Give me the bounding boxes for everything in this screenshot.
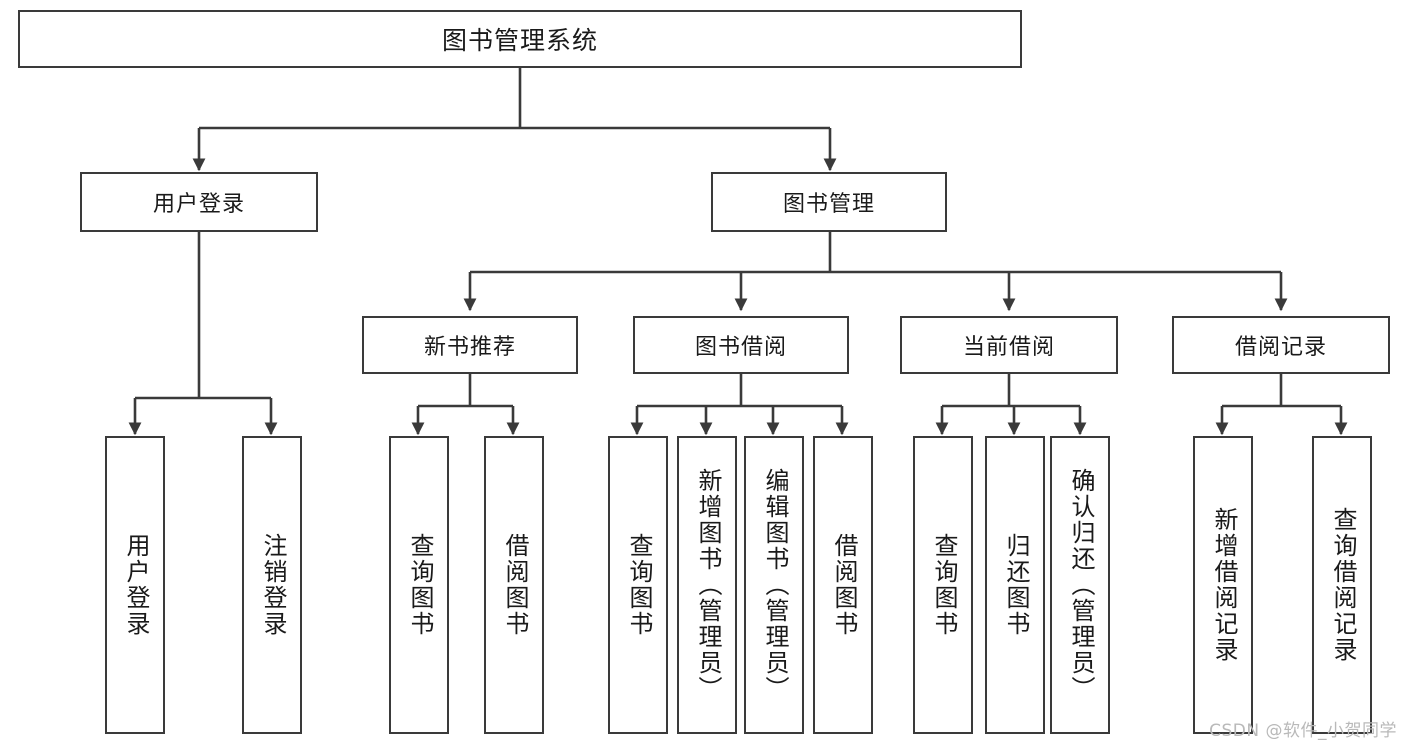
leaf-edit-book-admin[interactable]: 编辑图书（管理员） (744, 436, 804, 734)
leaf-query-borrow-record-label: 查询借阅记录 (1328, 507, 1357, 663)
leaf-return-book-label: 归还图书 (1001, 533, 1030, 637)
node-root[interactable]: 图书管理系统 (18, 10, 1022, 68)
node-book-borrow-label: 图书借阅 (694, 335, 787, 360)
node-current-borrow[interactable]: 当前借阅 (900, 316, 1118, 374)
leaf-borrow-book-recommend-label: 借阅图书 (500, 533, 529, 637)
leaf-borrow-book-recommend[interactable]: 借阅图书 (484, 436, 544, 734)
leaf-logout[interactable]: 注销登录 (242, 436, 302, 734)
node-new-book-recommend-label: 新书推荐 (423, 335, 516, 360)
leaf-query-book-borrow[interactable]: 查询图书 (608, 436, 668, 734)
node-borrow-record[interactable]: 借阅记录 (1172, 316, 1390, 374)
leaf-borrow-book[interactable]: 借阅图书 (813, 436, 873, 734)
leaf-query-book-recommend-label: 查询图书 (405, 533, 434, 637)
leaf-logout-label: 注销登录 (258, 533, 287, 637)
node-book-management[interactable]: 图书管理 (711, 172, 947, 232)
node-user-login[interactable]: 用户登录 (80, 172, 318, 232)
leaf-query-book-current[interactable]: 查询图书 (913, 436, 973, 734)
node-book-borrow[interactable]: 图书借阅 (633, 316, 849, 374)
leaf-add-book-admin-label: 新增图书（管理员） (693, 468, 722, 702)
node-current-borrow-label: 当前借阅 (962, 335, 1055, 360)
leaf-add-book-admin[interactable]: 新增图书（管理员） (677, 436, 737, 734)
leaf-add-borrow-record[interactable]: 新增借阅记录 (1193, 436, 1253, 734)
leaf-return-book[interactable]: 归还图书 (985, 436, 1045, 734)
node-borrow-record-label: 借阅记录 (1234, 335, 1327, 360)
leaf-confirm-return-admin[interactable]: 确认归还（管理员） (1050, 436, 1110, 734)
node-new-book-recommend[interactable]: 新书推荐 (362, 316, 578, 374)
leaf-query-book-borrow-label: 查询图书 (624, 533, 653, 637)
leaf-query-borrow-record[interactable]: 查询借阅记录 (1312, 436, 1372, 734)
leaf-query-book-current-label: 查询图书 (929, 533, 958, 637)
node-book-management-label: 图书管理 (782, 192, 875, 217)
node-root-label: 图书管理系统 (441, 26, 598, 55)
leaf-query-book-recommend[interactable]: 查询图书 (389, 436, 449, 734)
watermark: CSDN @软件_小贺同学 (1209, 721, 1397, 741)
leaf-edit-book-admin-label: 编辑图书（管理员） (760, 468, 789, 702)
leaf-confirm-return-admin-label: 确认归还（管理员） (1066, 468, 1095, 702)
node-user-login-label: 用户登录 (152, 192, 245, 217)
leaf-user-login[interactable]: 用户登录 (105, 436, 165, 734)
leaf-borrow-book-label: 借阅图书 (829, 533, 858, 637)
leaf-add-borrow-record-label: 新增借阅记录 (1209, 507, 1238, 663)
leaf-user-login-label: 用户登录 (121, 533, 150, 637)
